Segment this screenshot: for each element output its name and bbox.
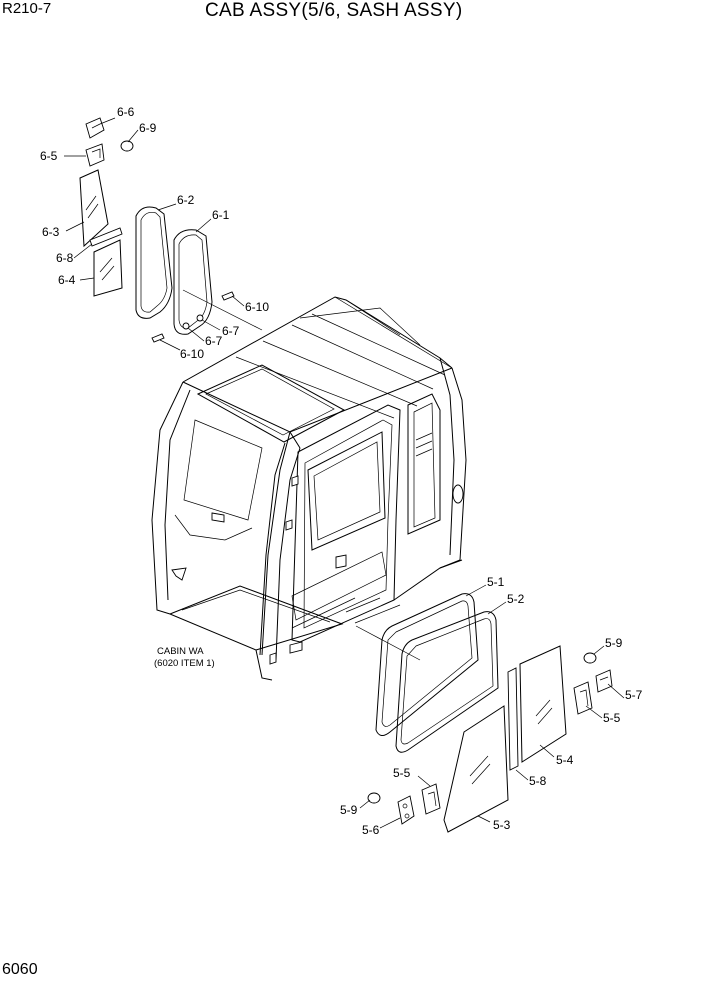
part-5-5-upper [573,681,593,715]
part-5-9-upper [583,652,597,664]
callout-5-5-upper: 5-5 [603,711,621,725]
callout-6-5: 6-5 [40,149,58,163]
part-6-8 [89,227,123,247]
cabin-body [151,296,467,681]
sash-assy-5 [367,593,613,833]
callout-6-3: 6-3 [42,225,60,239]
part-5-1 [375,593,479,736]
leader-lines [64,117,625,829]
page-title: CAB ASSY(5/6, SASH ASSY) [205,0,463,21]
part-6-3 [79,169,109,248]
callout-5-5-lower: 5-5 [393,766,411,780]
callout-6-10-upper: 6-10 [245,300,269,314]
callout-6-10-lower: 6-10 [180,347,204,361]
model-code: R210-7 [2,0,52,17]
callout-5-4: 5-4 [556,753,574,767]
callout-labels: 6-6 6-9 6-5 6-3 6-2 6-1 6-8 6-4 6-10 6-7… [40,105,643,837]
cabin-note-line1: CABIN WA [157,646,204,657]
part-6-7b [182,322,190,330]
callout-5-2: 5-2 [507,592,525,606]
part-6-1 [173,229,213,335]
part-6-6 [85,117,105,139]
callout-6-9: 6-9 [139,121,157,135]
part-5-5-lower [421,783,441,815]
part-6-10a [221,291,235,301]
part-5-9-lower [367,792,381,804]
part-6-10b [151,333,165,343]
part-5-4 [519,645,567,763]
part-6-9 [120,140,134,152]
callout-6-6: 6-6 [117,105,135,119]
callout-5-9-upper: 5-9 [605,636,623,650]
part-5-2 [395,611,499,753]
cabin-note-line2: (6020 ITEM 1) [154,658,215,669]
callout-5-3: 5-3 [493,818,511,832]
callout-5-6: 5-6 [362,823,380,837]
callout-6-4: 6-4 [58,273,76,287]
part-5-7 [595,669,613,693]
callout-6-7-lower: 6-7 [205,334,223,348]
callout-6-1: 6-1 [212,208,230,222]
callout-5-7: 5-7 [625,688,643,702]
callout-5-8: 5-8 [529,774,547,788]
part-6-2 [135,206,173,319]
part-5-6 [397,795,415,825]
callout-6-7-upper: 6-7 [222,324,240,338]
callout-5-9-lower: 5-9 [340,803,358,817]
part-5-8 [507,667,519,771]
part-6-4 [93,239,123,297]
sash-assy-6 [79,117,235,343]
part-6-5 [85,143,105,167]
page-number: 6060 [2,961,38,978]
callout-6-8: 6-8 [56,251,74,265]
part-6-7a [196,314,204,322]
callout-5-1: 5-1 [487,575,505,589]
callout-6-2: 6-2 [177,193,195,207]
